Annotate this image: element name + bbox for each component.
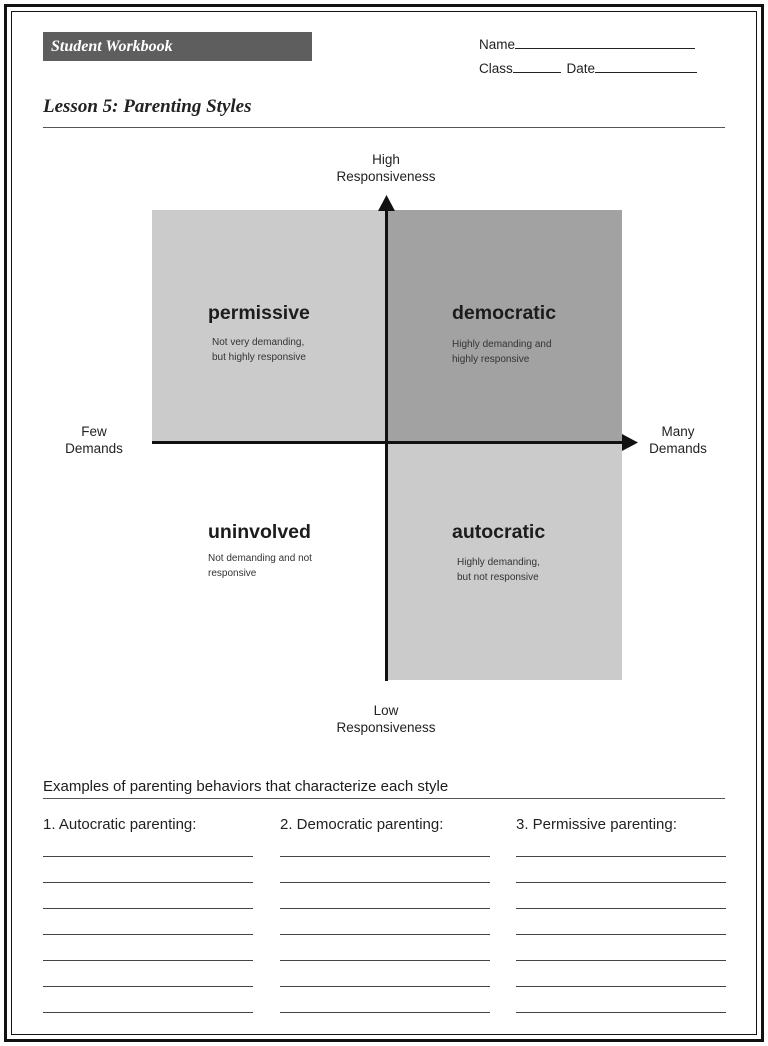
axis-label-left-line1: Few xyxy=(81,424,107,439)
answer-line[interactable] xyxy=(516,908,726,909)
horizontal-axis xyxy=(152,441,626,444)
axis-label-right: Many Demands xyxy=(636,423,720,457)
axis-label-right-line2: Demands xyxy=(649,441,707,456)
axis-label-bottom-line2: Responsiveness xyxy=(336,720,436,735)
quadrant-uninvolved-title: uninvolved xyxy=(208,521,311,543)
arrow-right-icon xyxy=(622,434,638,451)
quadrant-uninvolved: uninvolved Not demanding and not respons… xyxy=(152,442,387,680)
answer-line[interactable] xyxy=(43,908,253,909)
axis-label-right-line1: Many xyxy=(661,424,695,439)
answer-line[interactable] xyxy=(516,882,726,883)
quadrant-autocratic-desc: Highly demanding, but not responsive xyxy=(457,557,540,583)
quadrant-democratic-title: democratic xyxy=(452,302,557,324)
answer-line[interactable] xyxy=(280,986,490,987)
answer-line[interactable] xyxy=(280,960,490,961)
axis-label-left-line2: Demands xyxy=(65,441,123,456)
column-heading-autocratic: 1. Autocratic parenting: xyxy=(43,816,197,833)
answer-line[interactable] xyxy=(280,908,490,909)
axis-label-bottom-line1: Low xyxy=(373,703,399,718)
vertical-axis xyxy=(385,207,388,681)
answer-line[interactable] xyxy=(43,882,253,883)
quadrant-uninvolved-desc: Not demanding and not responsive xyxy=(208,553,312,579)
answer-line[interactable] xyxy=(516,986,726,987)
quadrant-permissive-title: permissive xyxy=(208,302,310,324)
page-border-inner xyxy=(11,11,757,1035)
quadrant-autocratic-title: autocratic xyxy=(452,521,546,543)
axis-label-top-line2: Responsiveness xyxy=(336,169,436,184)
answer-line[interactable] xyxy=(43,856,253,857)
axis-label-left: Few Demands xyxy=(50,423,138,457)
answer-line[interactable] xyxy=(516,934,726,935)
lesson-title: Lesson 5: Parenting Styles xyxy=(43,96,252,117)
answer-line[interactable] xyxy=(280,856,490,857)
answer-line[interactable] xyxy=(280,1012,490,1013)
column-heading-permissive: 3. Permissive parenting: xyxy=(516,816,677,833)
date-label: Date xyxy=(566,61,596,76)
quadrant-autocratic: autocratic Highly demanding, but not res… xyxy=(387,442,622,680)
workbook-banner: Student Workbook xyxy=(43,32,312,61)
axis-label-top-line1: High xyxy=(372,152,400,167)
answer-line[interactable] xyxy=(43,960,253,961)
arrow-up-icon xyxy=(378,195,395,211)
answer-line[interactable] xyxy=(516,856,726,857)
answer-line[interactable] xyxy=(43,1012,253,1013)
answer-line[interactable] xyxy=(43,934,253,935)
examples-title: Examples of parenting behaviors that cha… xyxy=(43,778,449,795)
examples-divider xyxy=(43,798,725,799)
quadrant-permissive: permissive Not very demanding, but highl… xyxy=(152,210,387,442)
page-border-outer xyxy=(4,4,764,1042)
column-heading-democratic: 2. Democratic parenting: xyxy=(280,816,444,833)
answer-line[interactable] xyxy=(516,1012,726,1013)
axis-label-bottom: Low Responsiveness xyxy=(326,702,446,736)
answer-line[interactable] xyxy=(280,882,490,883)
title-divider xyxy=(43,127,725,128)
answer-line[interactable] xyxy=(516,960,726,961)
quadrant-democratic-desc: Highly demanding and highly responsive xyxy=(452,339,552,365)
name-field[interactable]: Name xyxy=(479,35,696,52)
quadrant-democratic: democratic Highly demanding and highly r… xyxy=(387,210,622,442)
name-blank[interactable] xyxy=(515,35,696,49)
quadrant-permissive-desc: Not very demanding, but highly responsiv… xyxy=(212,337,306,363)
axis-label-top: High Responsiveness xyxy=(326,151,446,185)
answer-line[interactable] xyxy=(280,934,490,935)
class-blank[interactable] xyxy=(512,59,561,73)
class-date-field: Class Date xyxy=(479,59,698,76)
class-label: Class xyxy=(479,61,513,76)
name-label: Name xyxy=(479,37,516,52)
answer-line[interactable] xyxy=(43,986,253,987)
date-blank[interactable] xyxy=(595,59,698,73)
